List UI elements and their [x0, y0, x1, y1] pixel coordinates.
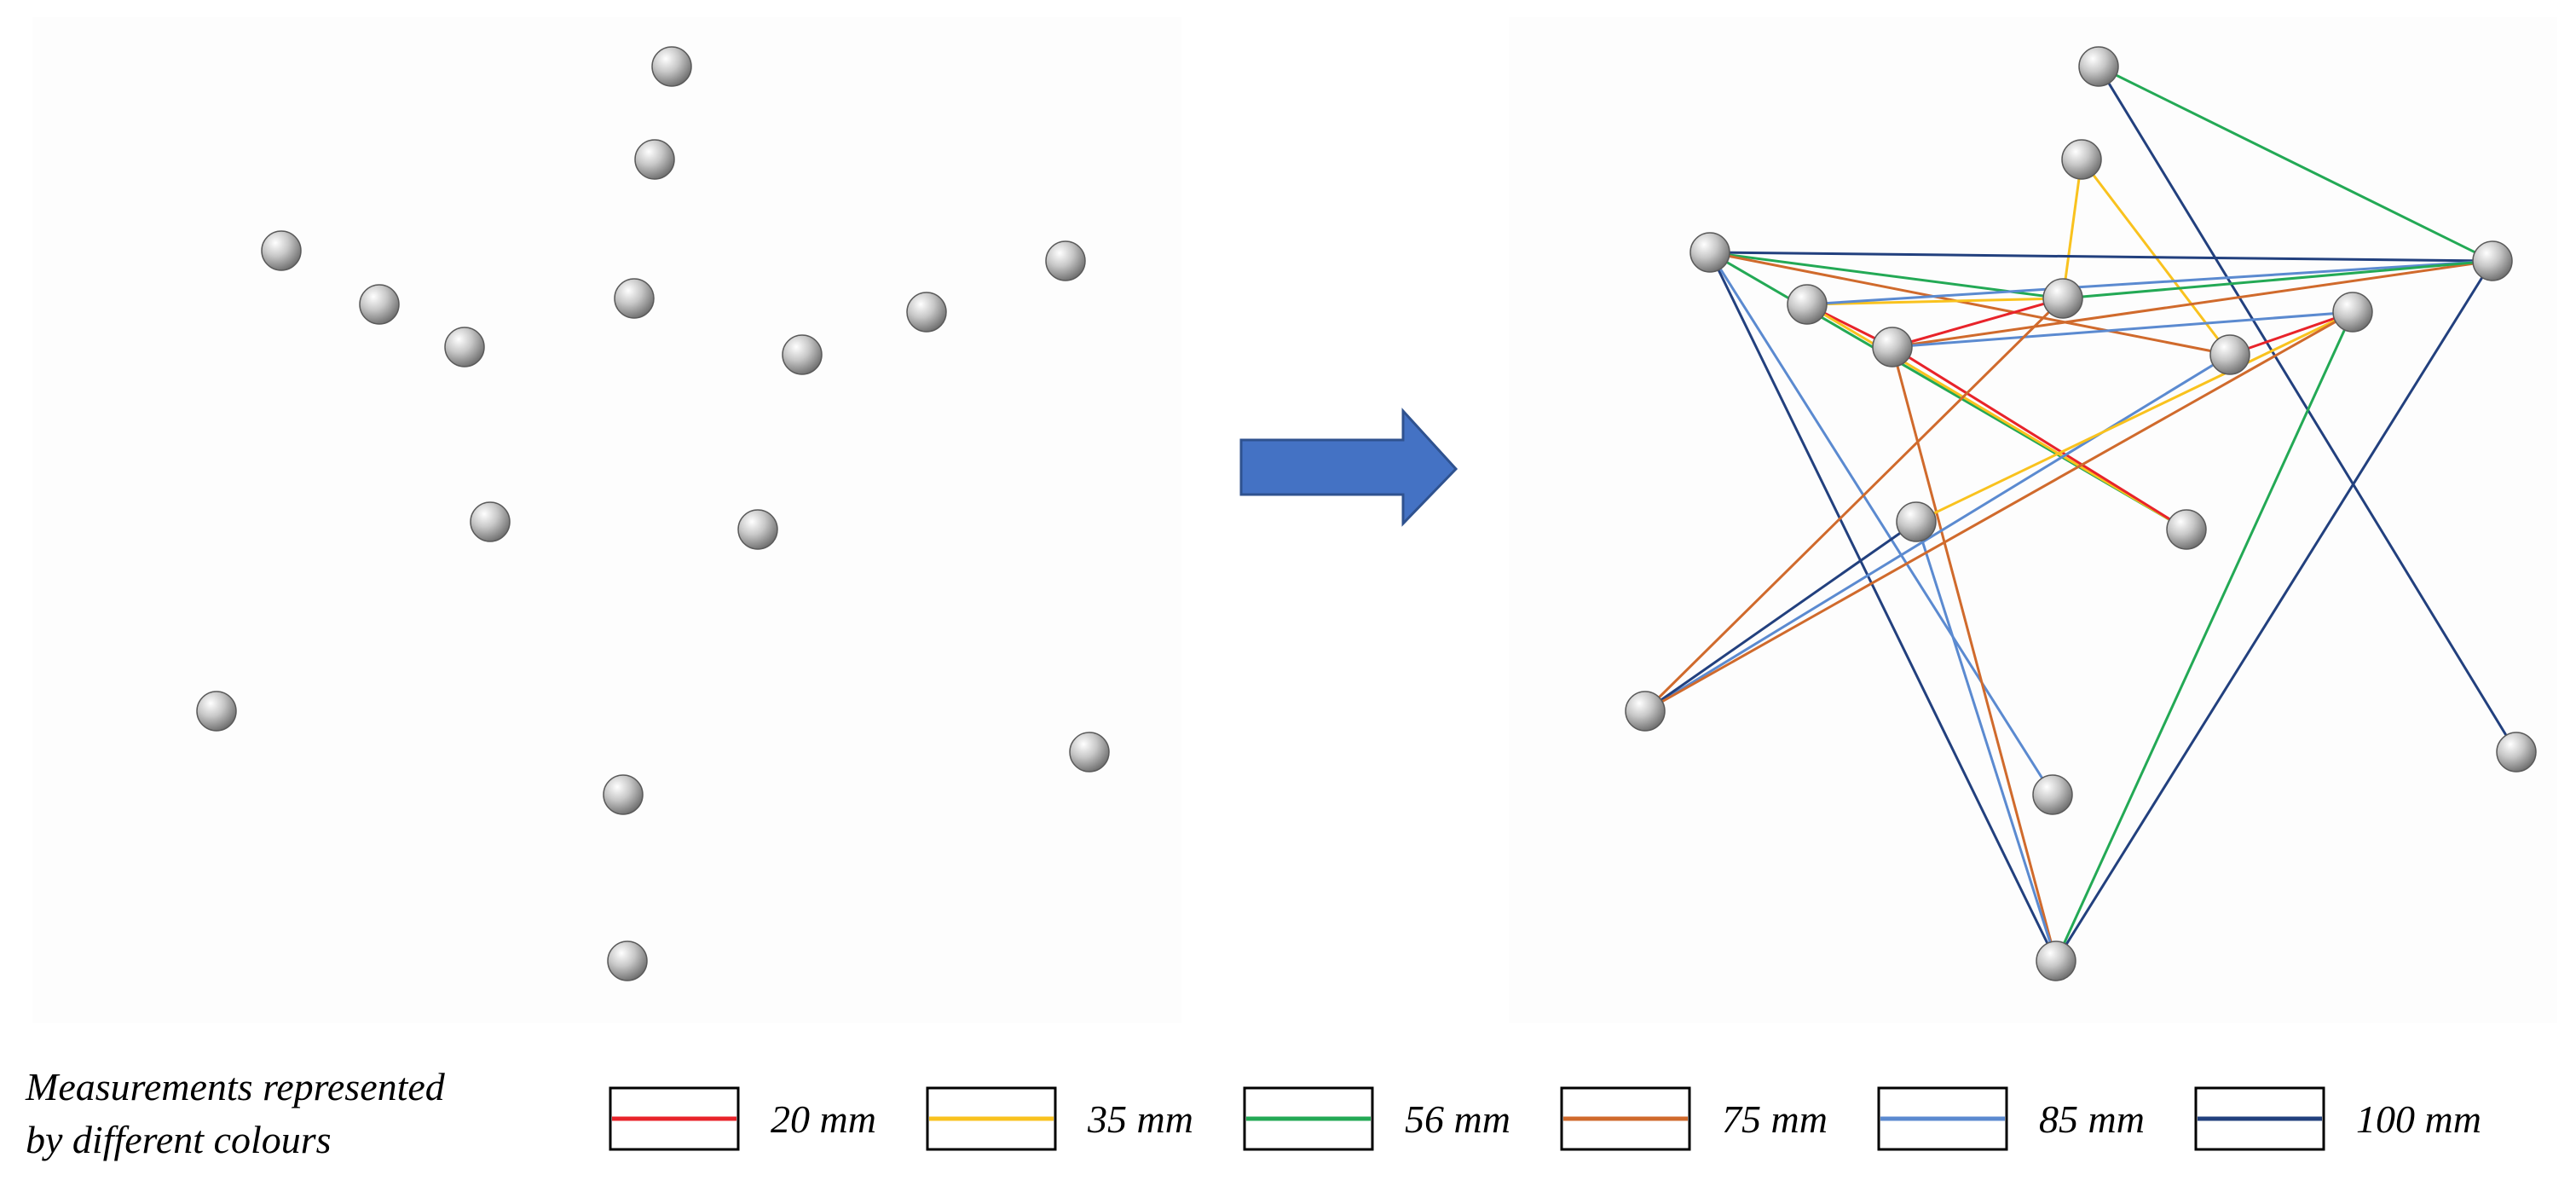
connection-line-19: [1892, 310, 2354, 349]
connection-line-26: [1644, 520, 1917, 713]
marker-sphere-m5: [444, 327, 485, 368]
connected-marker-sphere-m11: [1625, 691, 1666, 732]
connection-line-10: [1708, 252, 2054, 796]
connection-line-16: [1892, 345, 2187, 531]
connection-line-12: [1806, 297, 2064, 306]
connected-marker-sphere-m2: [2061, 139, 2102, 180]
legend-label-4: 75 mm: [1722, 1097, 1828, 1141]
marker-sphere-m9: [782, 334, 823, 375]
connected-marker-sphere-m16: [2496, 732, 2537, 773]
connected-marker-sphere-m12: [2166, 509, 2207, 550]
connected-marker-sphere-m8: [2042, 278, 2083, 319]
connected-marker-sphere-m6: [2472, 240, 2513, 281]
marker-sphere-m13: [1069, 732, 1110, 773]
connection-line-3: [2061, 159, 2083, 299]
connection-line-22: [2229, 310, 2354, 356]
marker-sphere-m14: [603, 774, 644, 815]
connected-marker-sphere-m7: [1872, 327, 1913, 368]
marker-sphere-m1: [651, 46, 692, 87]
marker-sphere-m8: [906, 292, 947, 333]
connection-line-15: [1892, 297, 2064, 349]
marker-sphere-m11: [196, 691, 237, 732]
connection-line-13: [1806, 303, 2187, 531]
connection-line-24: [1915, 310, 2354, 524]
transform-arrow-icon: [1239, 408, 1458, 527]
connection-line-18: [1891, 346, 2058, 962]
connected-marker-sphere-m15: [2032, 774, 2073, 815]
connection-line-29: [2054, 260, 2494, 962]
connection-line-7: [1709, 251, 2231, 356]
marker-sphere-m15: [607, 940, 648, 981]
connection-line-17: [1892, 259, 2493, 349]
connected-marker-sphere-m4: [1787, 284, 1828, 325]
connection-line-14: [1806, 259, 2493, 306]
connected-marker-sphere-m14: [2036, 940, 2076, 981]
legend: 20 mm 35 mm 56 mm 75 mm 85 mm 100 mm: [609, 1086, 2481, 1151]
legend-label-3: 56 mm: [1405, 1097, 1510, 1141]
connection-line-1: [2098, 65, 2493, 263]
legend-caption-line2: by different colours: [26, 1118, 332, 1161]
legend-label-1: 20 mm: [771, 1097, 876, 1141]
left-panel: [32, 17, 1181, 1023]
connected-markers-group: [1625, 46, 2537, 981]
connected-marker-sphere-m9: [2209, 334, 2250, 375]
connected-marker-sphere-m10: [1896, 501, 1937, 542]
connection-line-28: [2054, 311, 2354, 962]
connection-line-20: [2062, 259, 2493, 300]
connected-marker-sphere-m13: [2332, 292, 2373, 333]
legend-caption-line1: Measurements represented: [25, 1065, 446, 1108]
marker-sphere-m7: [614, 278, 655, 319]
marker-sphere-m6: [1045, 240, 1086, 281]
legend-label-5: 85 mm: [2039, 1097, 2145, 1141]
connected-marker-sphere-m3: [1689, 232, 1730, 273]
connection-line-25: [1915, 521, 2058, 962]
marker-sphere-m2: [634, 139, 675, 180]
marker-sphere-m4: [359, 284, 400, 325]
right-panel: [1509, 17, 2557, 1023]
connection-line-9: [1708, 252, 2058, 962]
connected-marker-sphere-m1: [2078, 46, 2119, 87]
connections-group: [1643, 65, 2518, 962]
marker-sphere-m3: [261, 230, 302, 271]
connection-line-5: [1709, 251, 2493, 263]
legend-label-2: 35 mm: [1087, 1097, 1193, 1141]
connection-line-23: [1644, 353, 2231, 713]
marker-sphere-m12: [737, 509, 778, 550]
legend-label-6: 100 mm: [2356, 1097, 2481, 1141]
raw-markers-group: [196, 46, 1110, 981]
connection-line-21: [1643, 297, 2065, 713]
connection-line-27: [1644, 310, 2354, 713]
marker-sphere-m10: [470, 501, 511, 542]
